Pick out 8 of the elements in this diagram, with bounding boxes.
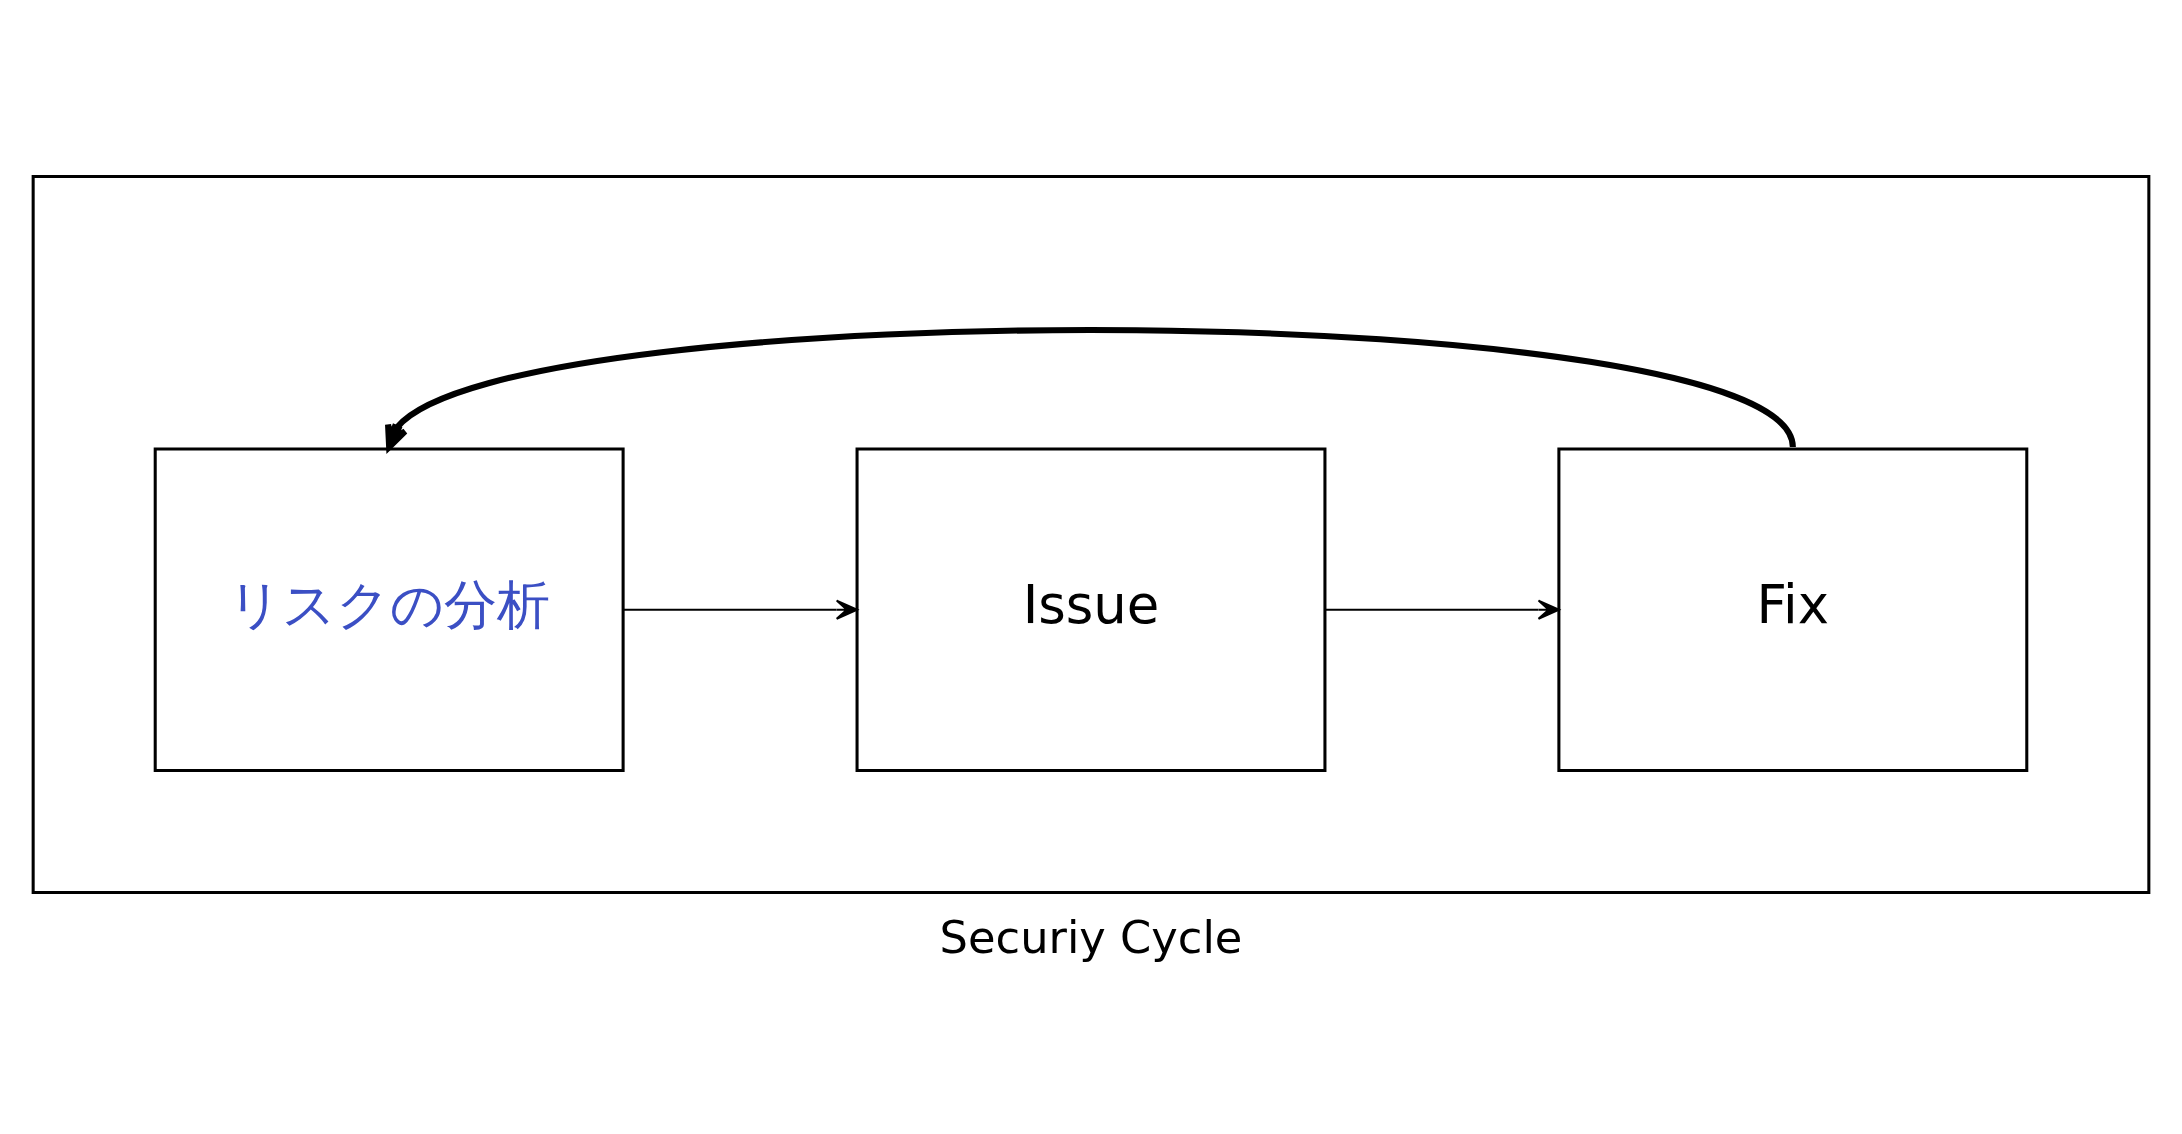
node-box: リスクの分析 xyxy=(153,447,625,772)
caption: Securiy Cycle xyxy=(939,910,1243,964)
arrow xyxy=(1325,599,1560,620)
cluster xyxy=(31,174,2151,894)
arrow xyxy=(623,599,859,620)
node-box: Fix xyxy=(1557,447,2029,772)
node-box: Issue xyxy=(855,447,1327,772)
arrow xyxy=(385,327,1796,451)
